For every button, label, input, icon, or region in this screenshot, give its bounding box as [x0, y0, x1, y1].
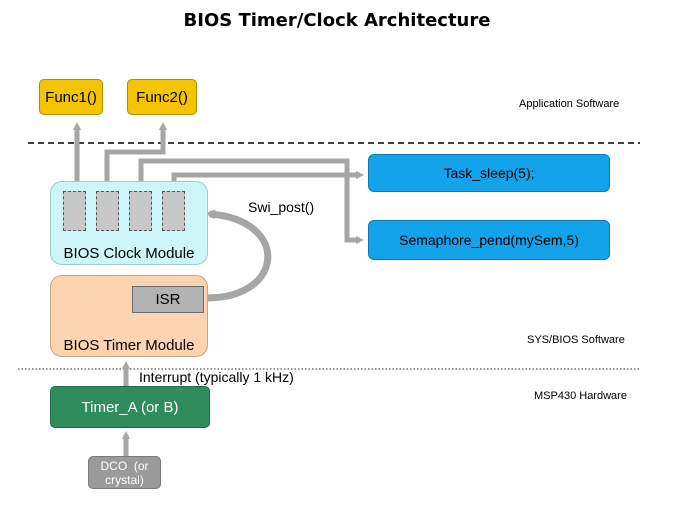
dco-line1: DCO (or [100, 458, 149, 473]
swi-post-arrow [205, 209, 272, 302]
swi-post-label: Swi_post() [248, 199, 315, 215]
layer-label-sysbios: SYS/BIOS Software [527, 334, 625, 346]
clock-module-label: BIOS Clock Module [63, 245, 195, 262]
task-sleep-box: Task_sleep(5); [368, 154, 610, 192]
dco-box: DCO (or crystal) [88, 456, 161, 489]
diagram-title: BIOS Timer/Clock Architecture [183, 10, 491, 31]
timer-module-label: BIOS Timer Module [63, 337, 195, 354]
semaphore-pend-box: Semaphore_pend(mySem,5) [368, 220, 610, 260]
clock-slot-2 [96, 191, 119, 231]
clock-slot-4 [162, 191, 185, 231]
layer-label-hardware: MSP430 Hardware [534, 390, 627, 402]
isr-box: ISR [132, 286, 204, 313]
arrow-to-semaphore [138, 158, 364, 244]
dco-line2: crystal) [105, 472, 144, 487]
layer-label-application: Application Software [519, 98, 620, 110]
clock-slot-3 [129, 191, 152, 231]
func2-box: Func2() [127, 79, 197, 115]
clock-slot-1 [63, 191, 86, 231]
interrupt-label: Interrupt (typically 1 kHz) [139, 369, 294, 385]
arrow-to-func2 [104, 122, 167, 190]
func1-box: Func1() [39, 79, 103, 115]
timer-a-box: Timer_A (or B) [50, 386, 210, 428]
